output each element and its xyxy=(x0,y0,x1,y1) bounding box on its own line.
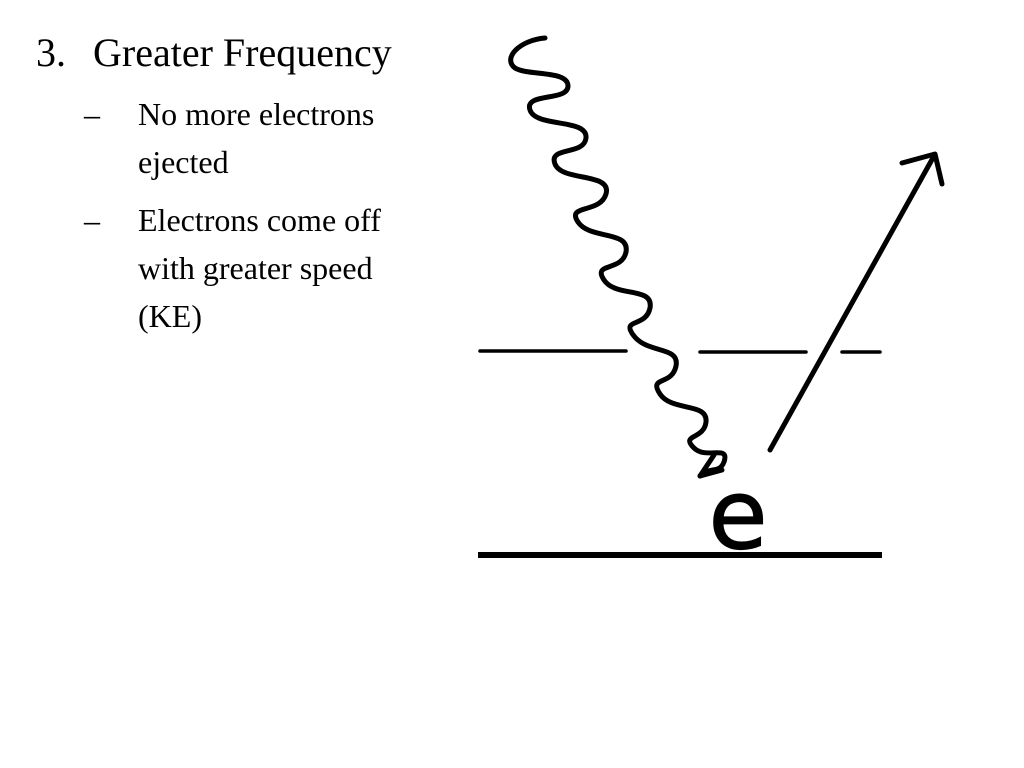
heading-text: Greater Frequency xyxy=(93,30,392,75)
heading-item: 3. Greater Frequency xyxy=(36,26,436,80)
electron-label: e xyxy=(708,459,767,571)
straight-arrow-icon xyxy=(767,151,945,453)
sub-bullet-list: – No more electrons ejected – Electrons … xyxy=(36,90,436,340)
slide-text: 3. Greater Frequency – No more electrons… xyxy=(36,26,436,350)
sub-bullet-item: – Electrons come off with greater speed … xyxy=(36,196,436,340)
heading-number: 3. xyxy=(36,30,66,75)
dash-marker: – xyxy=(84,202,100,238)
surface-line-dashed xyxy=(478,349,882,354)
sub-bullet-text: Electrons come off with greater speed (K… xyxy=(138,202,381,334)
dash-marker: – xyxy=(84,96,100,132)
sub-bullet-item: – No more electrons ejected xyxy=(36,90,436,186)
sub-bullet-text: No more electrons ejected xyxy=(138,96,375,180)
wavy-arrow-icon xyxy=(508,35,728,479)
